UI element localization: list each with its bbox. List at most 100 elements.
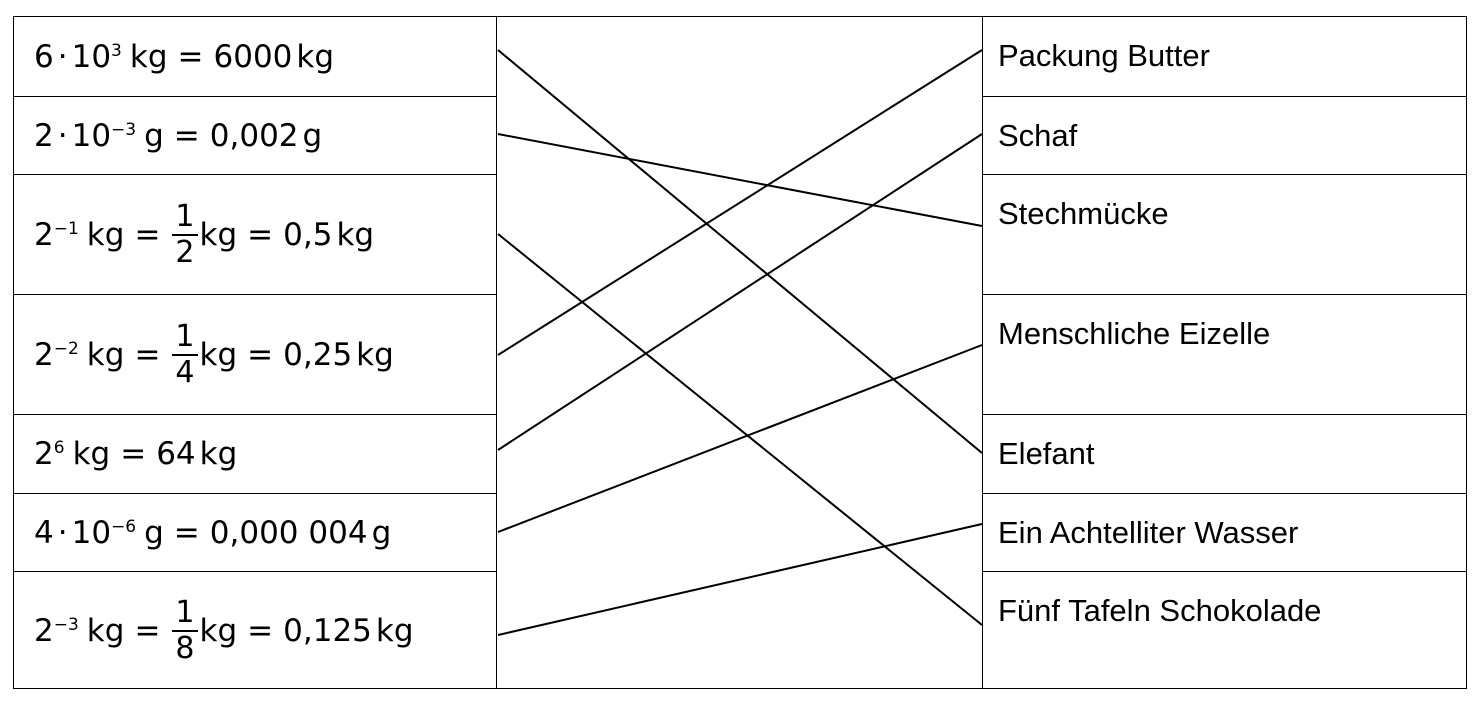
result-value: 0,5 (283, 216, 333, 253)
result-unit: g (371, 514, 392, 551)
exponent: −6 (111, 516, 137, 537)
connection-line-5 (497, 344, 983, 533)
result-unit: kg (375, 613, 414, 649)
equals: = (120, 436, 147, 472)
unit: kg (86, 336, 125, 373)
result-unit: g (302, 117, 323, 154)
right-cell-6: Fünf Tafeln Schokolade (983, 571, 1466, 690)
denominator: 4 (175, 354, 195, 390)
unit: kg (129, 38, 168, 75)
result-value: 0,125 (283, 613, 372, 649)
coef: 4 (34, 514, 54, 551)
base: 10 (71, 117, 112, 154)
result-value: 0,002 (209, 117, 299, 154)
connection-line-6 (497, 523, 983, 636)
unit: g (144, 514, 164, 551)
unit: g (144, 117, 164, 154)
unit: kg (86, 216, 125, 253)
coef: 2 (34, 117, 54, 154)
exponent: 3 (111, 40, 122, 61)
numerator: 1 (172, 201, 198, 236)
result-value: 0,000 004 (209, 514, 368, 551)
item-label: Menschliche Eizelle (998, 316, 1271, 351)
equals: = (177, 38, 204, 75)
fraction-unit: kg (199, 336, 238, 373)
denominator: 8 (175, 631, 195, 666)
equals: = (247, 216, 274, 253)
numerator: 1 (172, 321, 198, 356)
equals: = (247, 613, 274, 649)
equals: = (173, 514, 200, 551)
op: · (57, 117, 68, 154)
equals: = (134, 216, 161, 253)
result-unit: kg (296, 38, 335, 75)
result-value: 64 (156, 436, 196, 472)
base: 2 (34, 613, 54, 649)
right-cell-3: Menschliche Eizelle (983, 294, 1466, 414)
base: 2 (34, 336, 54, 373)
base: 2 (34, 436, 54, 472)
equals: = (173, 117, 200, 154)
right-cell-1: Schaf (983, 96, 1466, 174)
item-label: Elefant (998, 436, 1095, 471)
right-cell-4: Elefant (983, 414, 1466, 493)
item-label: Fünf Tafeln Schokolade (998, 593, 1322, 628)
fraction-unit: kg (199, 613, 238, 649)
exponent: 6 (53, 438, 65, 458)
base: 2 (34, 216, 54, 253)
base: 10 (71, 514, 112, 551)
result-unit: kg (199, 436, 238, 472)
exponent: −3 (53, 615, 79, 635)
equals: = (247, 336, 274, 373)
result-value: 6000 (213, 38, 293, 75)
connection-line-4 (497, 133, 983, 451)
op: · (57, 38, 68, 75)
base: 10 (71, 38, 112, 75)
equals: = (134, 336, 161, 373)
result-value: 0,25 (283, 336, 353, 373)
connection-area (497, 16, 982, 689)
right-cell-0: Packung Butter (983, 17, 1466, 96)
result-unit: kg (356, 336, 394, 373)
item-label: Stechmücke (998, 196, 1169, 231)
denominator: 2 (175, 234, 195, 270)
right-cell-2: Stechmücke (983, 174, 1466, 294)
unit: kg (72, 436, 111, 472)
connection-line-1 (497, 133, 983, 227)
item-label: Schaf (998, 118, 1078, 153)
connection-line-0 (497, 49, 983, 454)
unit: kg (86, 613, 125, 649)
right-column: Packung Butter Schaf Stechmücke Menschli… (982, 16, 1467, 689)
connection-line-3 (497, 49, 983, 356)
op: · (57, 514, 68, 551)
exponent: −2 (53, 338, 79, 359)
equals: = (134, 613, 161, 649)
fraction-unit: kg (199, 216, 238, 253)
exponent: −3 (111, 119, 137, 140)
numerator: 1 (172, 598, 198, 632)
connection-line-2 (497, 233, 983, 626)
result-unit: kg (336, 216, 375, 253)
item-label: Ein Achtelliter Wasser (998, 515, 1299, 550)
right-cell-5: Ein Achtelliter Wasser (983, 493, 1466, 571)
